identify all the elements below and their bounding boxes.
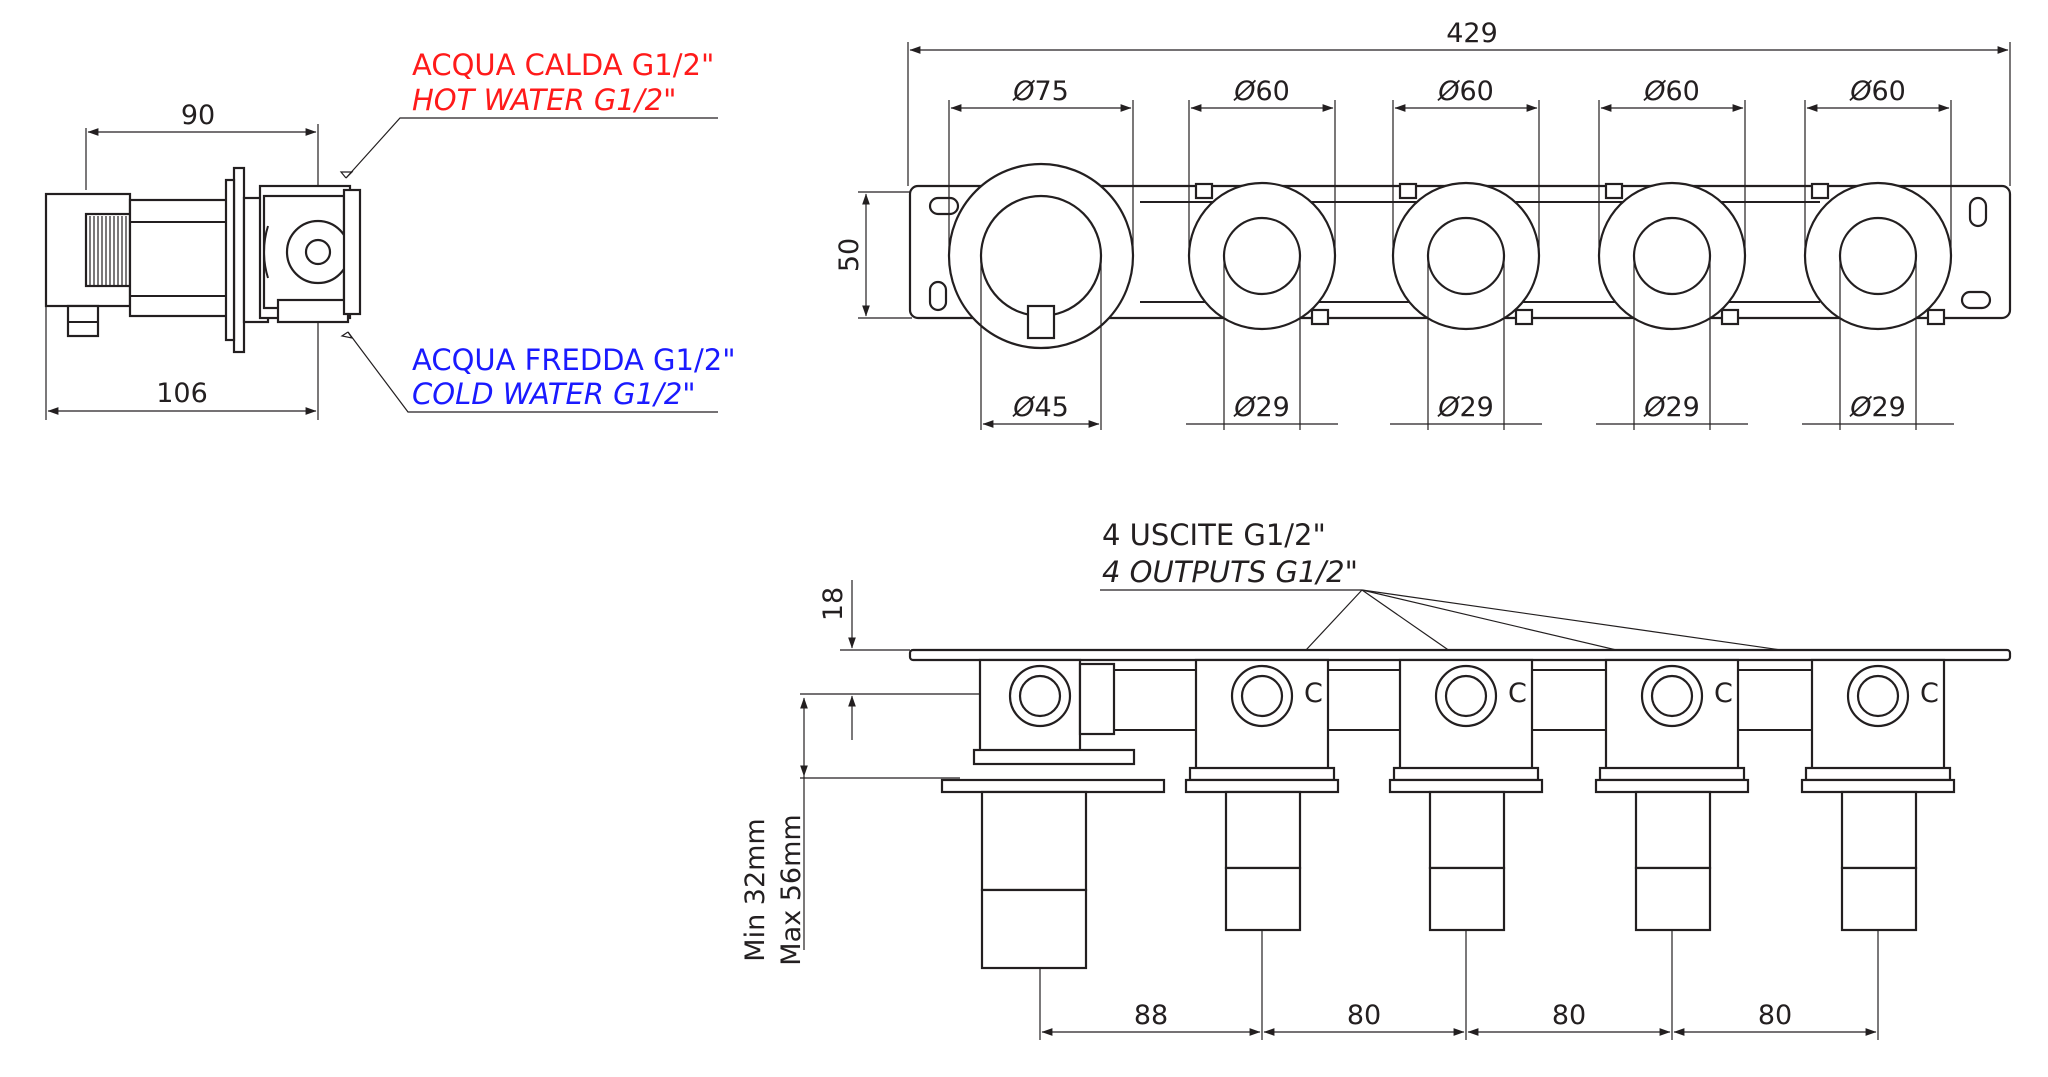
mount-slot <box>1968 196 1988 228</box>
dim-handle-4: Ø29 <box>1643 392 1700 423</box>
front-view: 429 50 Ø75 Ø60 Ø60 <box>834 18 2012 430</box>
diverter-knob <box>1187 181 1337 331</box>
main-knob <box>947 162 1135 350</box>
outputs-en: 4 OUTPUTS G1/2" <box>1102 555 1358 589</box>
dim-handle-5: Ø29 <box>1849 392 1906 423</box>
dim-knob-5: Ø60 <box>1849 76 1906 107</box>
dim-106: 106 <box>156 378 208 409</box>
diverter-body: C <box>1800 658 1956 932</box>
dim-50: 50 <box>834 238 865 272</box>
cold-mark: C <box>1304 678 1323 709</box>
outputs-it: 4 USCITE G1/2" <box>1102 518 1326 552</box>
dim-429: 429 <box>1446 18 1498 49</box>
spacing-3: 80 <box>1552 1000 1586 1031</box>
thermostatic-body <box>940 658 1166 970</box>
cold-water-label: ACQUA FREDDA G1/2" COLD WATER G1/2" <box>412 343 736 411</box>
side-view: 90 106 <box>44 100 362 420</box>
diverter-knob <box>1597 181 1747 331</box>
spacing-2: 80 <box>1347 1000 1381 1031</box>
dim-knob-2: Ø60 <box>1233 76 1290 107</box>
cold-mark: C <box>1508 678 1527 709</box>
diverter-knob <box>1803 181 1953 331</box>
bottom-view: 4 USCITE G1/2" 4 OUTPUTS G1/2" 18 Min 32… <box>740 518 2012 1040</box>
knurled-grip <box>89 216 127 286</box>
dim-90: 90 <box>181 100 215 131</box>
cold-mark: C <box>1714 678 1733 709</box>
hot-water-label: ACQUA CALDA G1/2" HOT WATER G1/2" <box>412 48 714 117</box>
mount-slot <box>928 280 948 312</box>
depth-min: Min 32mm <box>740 818 771 961</box>
cold-water-en: COLD WATER G1/2" <box>412 377 696 411</box>
diverter-body: C <box>1594 658 1750 932</box>
hot-water-it: ACQUA CALDA G1/2" <box>412 48 714 82</box>
hot-water-en: HOT WATER G1/2" <box>412 83 676 117</box>
dim-knob-3: Ø60 <box>1437 76 1494 107</box>
diverter-body: C <box>1184 658 1340 932</box>
spacing-4: 80 <box>1758 1000 1792 1031</box>
cold-mark: C <box>1920 678 1939 709</box>
plate-edge <box>908 648 2012 662</box>
dim-knob-1: Ø75 <box>1012 76 1069 107</box>
dim-handle-3: Ø29 <box>1437 392 1494 423</box>
diverter-knob <box>1391 181 1541 331</box>
spacing-1: 88 <box>1134 1000 1168 1031</box>
mount-slot <box>1960 290 1992 310</box>
dim-knob-4: Ø60 <box>1643 76 1700 107</box>
diverter-body: C <box>1388 658 1544 932</box>
dim-handle-1: Ø45 <box>1012 392 1069 423</box>
cold-water-it: ACQUA FREDDA G1/2" <box>412 343 736 377</box>
dim-18: 18 <box>818 587 849 621</box>
dim-handle-2: Ø29 <box>1233 392 1290 423</box>
depth-max: Max 56mm <box>776 814 807 965</box>
mount-slot <box>928 196 960 216</box>
